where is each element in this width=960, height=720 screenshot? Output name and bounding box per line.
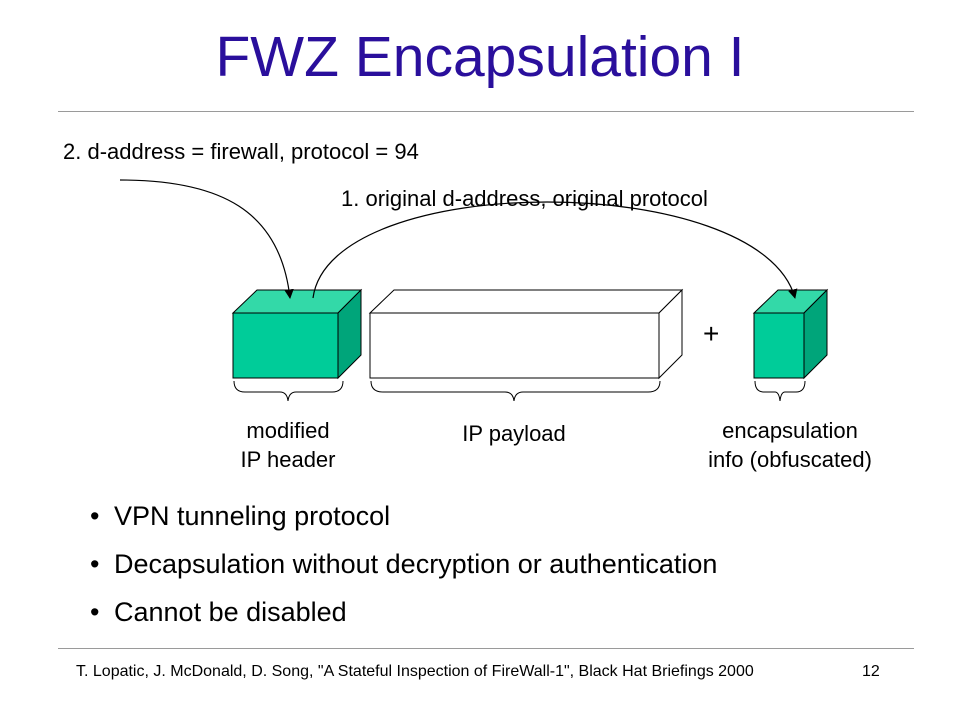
bullet-dot: • xyxy=(90,597,100,627)
ip-header-caption-line1: modified xyxy=(246,418,330,443)
page-number: 12 xyxy=(862,663,880,680)
encapsulation-brace xyxy=(754,380,806,402)
ip-payload-top xyxy=(368,289,684,314)
ip-header-caption: modified IP header xyxy=(208,416,368,474)
bullet-item: • Cannot be disabled xyxy=(90,596,347,628)
step2-arrow xyxy=(119,179,294,299)
ip-payload-brace xyxy=(370,380,661,402)
bullet-item: • Decapsulation without decryption or aut… xyxy=(90,548,717,580)
footer-citation: T. Lopatic, J. McDonald, D. Song, "A Sta… xyxy=(76,663,754,680)
encapsulation-caption-line2: info (obfuscated) xyxy=(708,447,872,472)
plus-sign: + xyxy=(703,318,720,349)
bullet-dot: • xyxy=(90,549,100,579)
step1-arrow xyxy=(312,201,798,299)
step1-label: 1. original d-address, original protocol xyxy=(341,186,708,211)
bullet-text: Cannot be disabled xyxy=(114,597,347,627)
ip-header-brace xyxy=(233,380,344,402)
encapsulation-block xyxy=(752,288,829,380)
bullet-item: • VPN tunneling protocol xyxy=(90,500,390,532)
encapsulation-caption: encapsulation info (obfuscated) xyxy=(675,416,905,474)
ip-payload-caption: IP payload xyxy=(462,421,566,446)
step2-label: 2. d-address = firewall, protocol = 94 xyxy=(63,139,419,164)
bullet-text: VPN tunneling protocol xyxy=(114,501,391,531)
title-divider xyxy=(58,111,914,112)
encapsulation-caption-line1: encapsulation xyxy=(722,418,858,443)
ip-header-block xyxy=(231,288,363,380)
ip-header-caption-line2: IP header xyxy=(240,447,336,472)
bullet-dot: • xyxy=(90,501,100,531)
encapsulation-front xyxy=(753,312,805,379)
slide-title: FWZ Encapsulation I xyxy=(215,25,745,89)
ip-payload-front xyxy=(369,312,660,379)
ip-payload-block xyxy=(368,288,684,380)
footer-divider xyxy=(58,648,914,649)
ip-header-front xyxy=(232,312,339,379)
bullet-text: Decapsulation without decryption or auth… xyxy=(114,549,718,579)
